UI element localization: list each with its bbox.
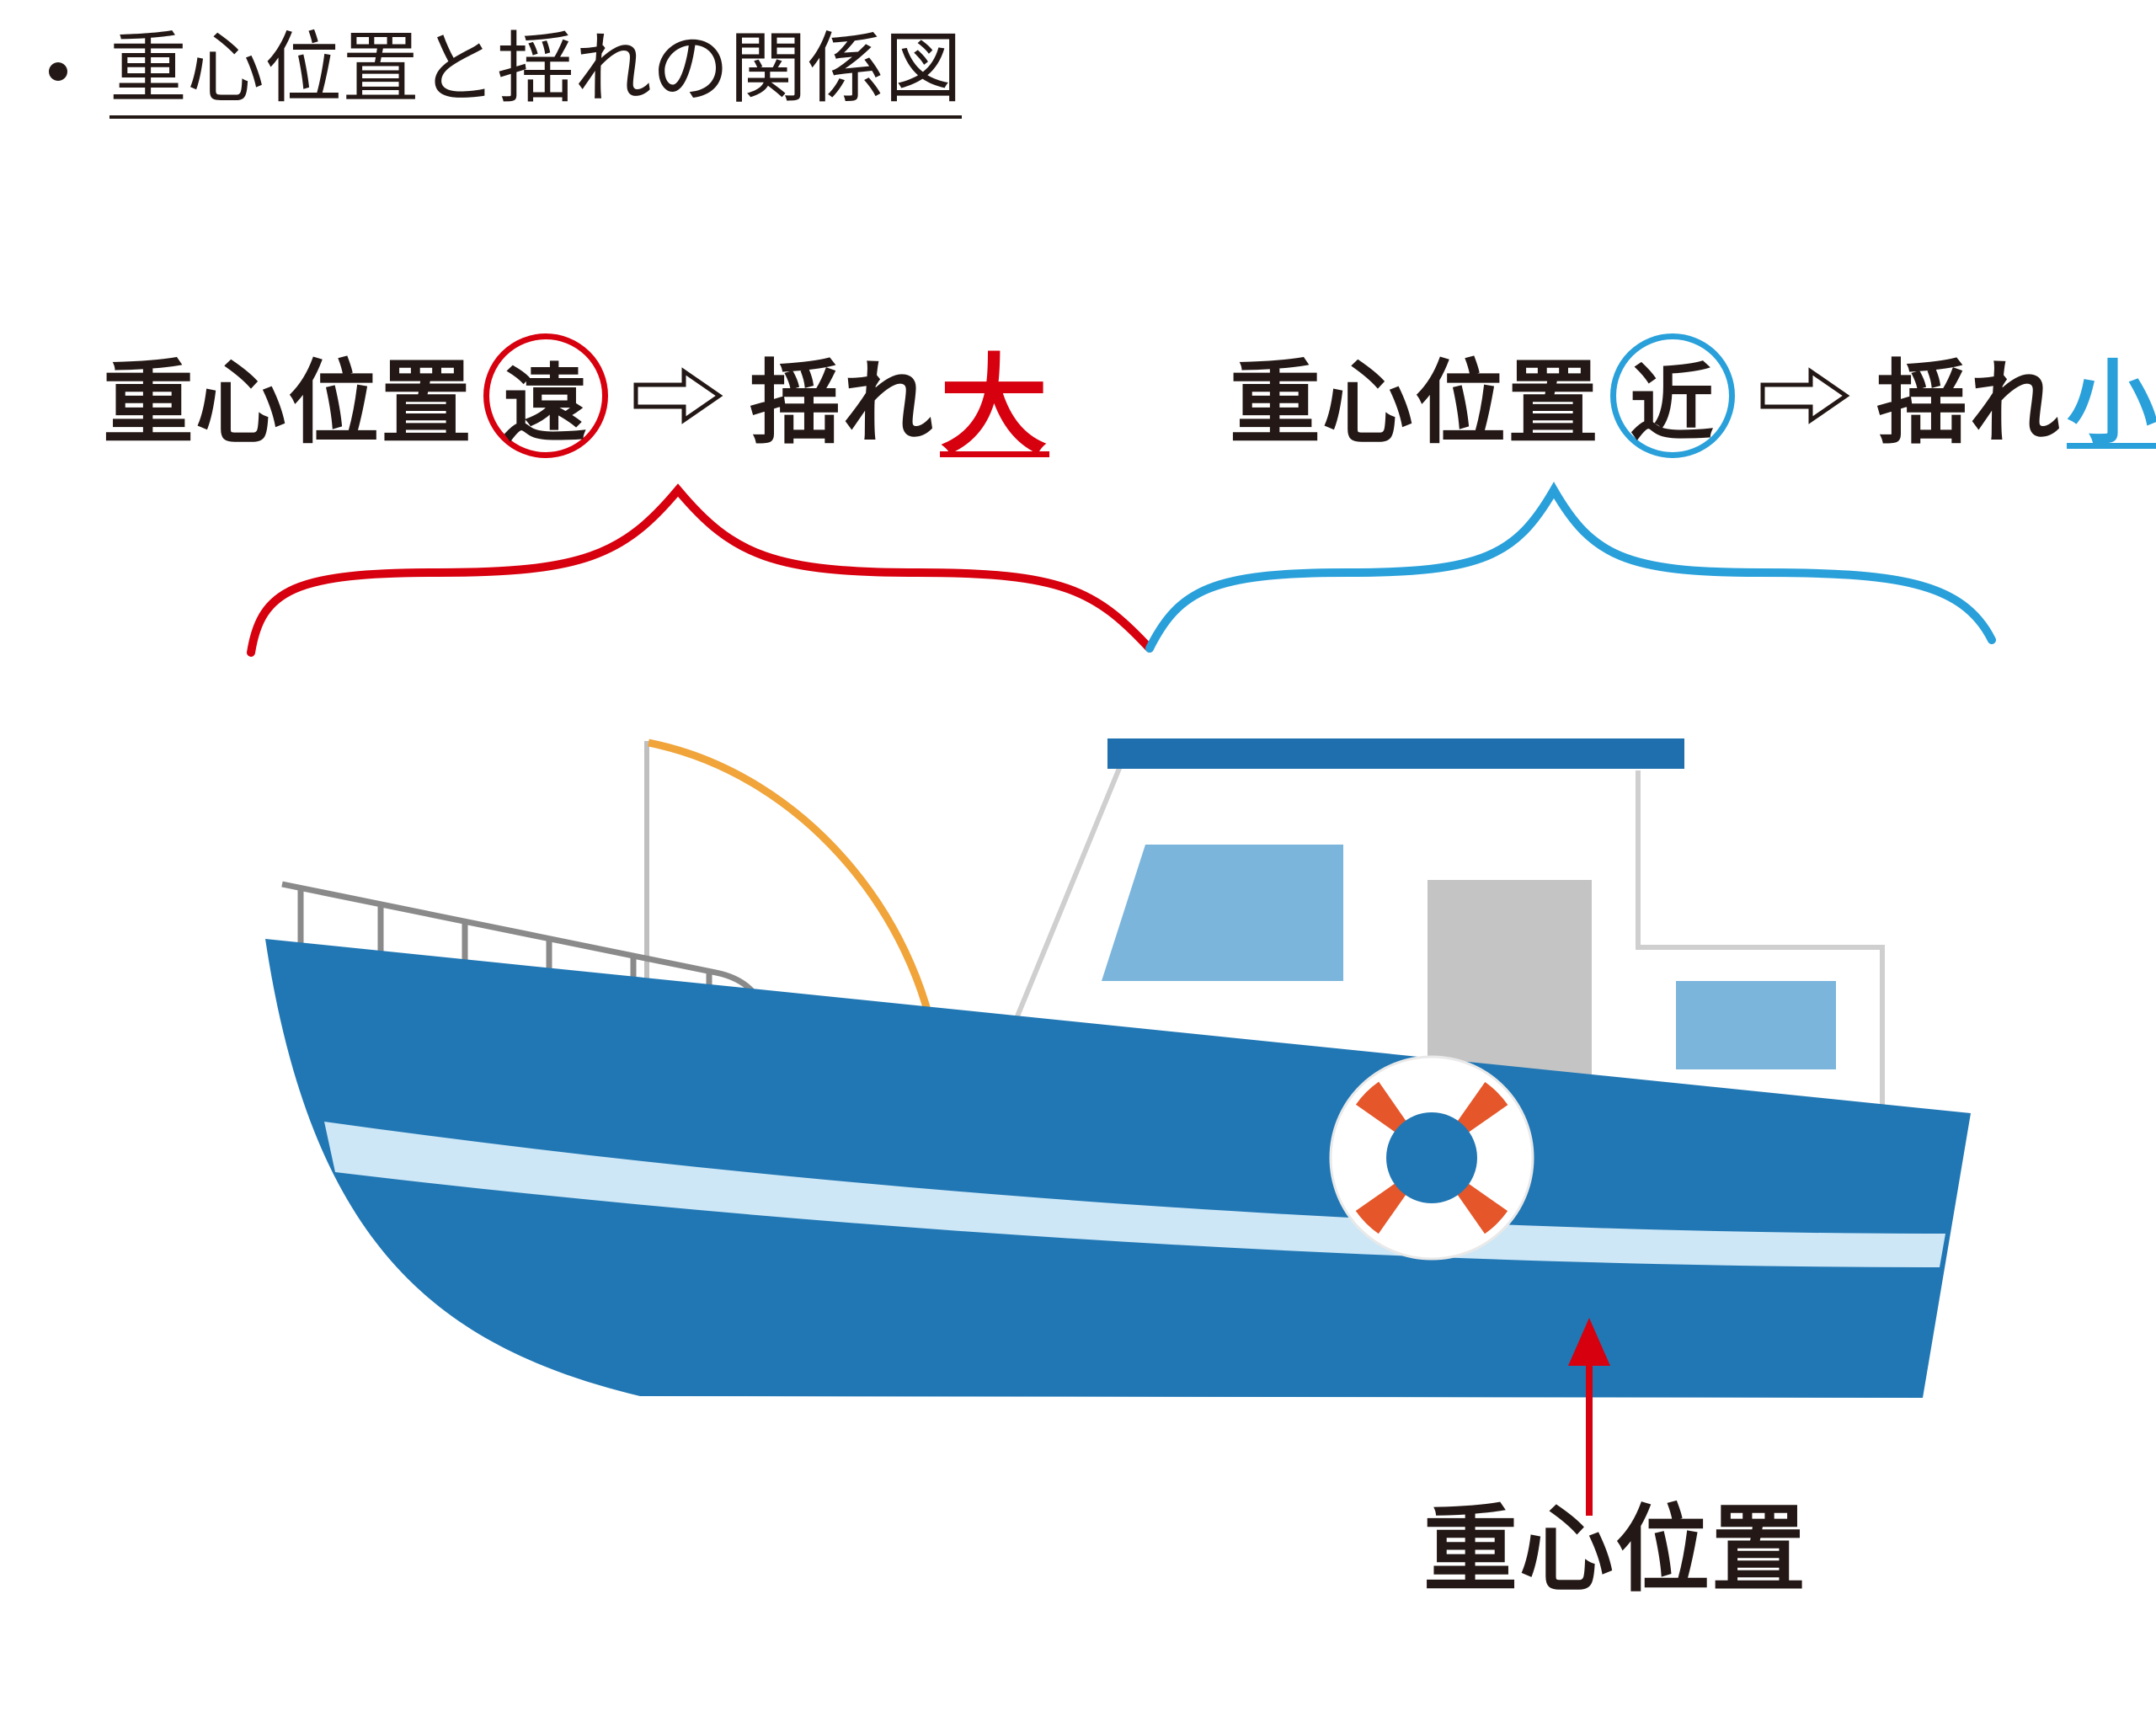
white-right-arrow-icon	[633, 367, 723, 424]
left-middle: 揺れ	[750, 351, 936, 456]
left-circle-badge: 遠	[483, 333, 609, 458]
left-brace	[247, 483, 1154, 657]
right-circle-badge: 近	[1610, 333, 1736, 458]
life-ring-icon	[1329, 1055, 1534, 1261]
right-prefix: 重心位置	[1230, 351, 1601, 456]
right-circle-char: 近	[1629, 353, 1716, 454]
right-middle: 揺れ	[1876, 351, 2063, 456]
left-result: 大	[940, 343, 1050, 469]
hull-stripe	[324, 1122, 1945, 1267]
left-headline: 重心位置 遠 揺れ 大	[103, 320, 1049, 472]
hull	[265, 939, 1971, 1398]
right-brace	[1145, 481, 1996, 653]
diagram-title: 重心位置と揺れの関係図	[49, 24, 963, 119]
cabin-rear-window	[1676, 981, 1836, 1069]
cabin-roof	[1107, 738, 1684, 769]
title-text: 重心位置と揺れの関係図	[109, 24, 963, 119]
left-circle-char: 遠	[502, 353, 590, 454]
cabin-front-window	[1102, 845, 1343, 981]
center-of-gravity-label: 重心位置	[1423, 1495, 1807, 1605]
up-arrow-icon	[1568, 1318, 1610, 1516]
white-right-arrow-icon	[1760, 367, 1850, 424]
right-headline: 重心位置 近 揺れ 小	[1230, 320, 2156, 472]
left-prefix: 重心位置	[103, 351, 474, 456]
right-result: 小	[2067, 351, 2156, 456]
bullet-icon	[49, 62, 67, 81]
